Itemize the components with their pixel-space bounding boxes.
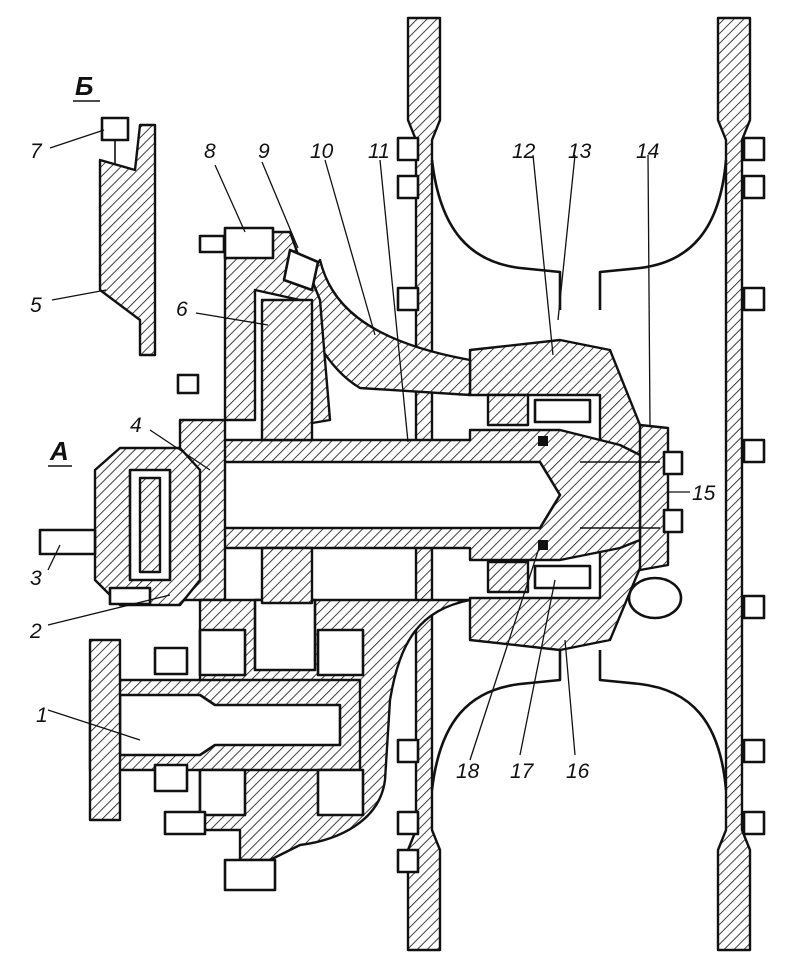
- view-label-b: Б: [75, 71, 93, 101]
- detail-b: [98, 116, 157, 357]
- callout-15: 15: [692, 482, 716, 505]
- callout-3: 3: [30, 567, 42, 590]
- callout-numbers: 1 2 3 4 5 6 7 8 9 10 11 12 13 14 15 16 1…: [29, 140, 716, 783]
- hub-bearings: [486, 393, 592, 594]
- view-labels: Б А: [48, 71, 100, 467]
- axle-shaft: [203, 428, 660, 562]
- callout-10: 10: [310, 140, 334, 163]
- callout-5: 5: [30, 294, 42, 317]
- callout-7: 7: [30, 140, 43, 163]
- callout-14: 14: [636, 140, 659, 163]
- callout-9: 9: [258, 140, 270, 163]
- view-label-a: А: [49, 436, 69, 466]
- driven-gear: [260, 298, 314, 605]
- rim-bolts: [396, 136, 766, 874]
- callout-8: 8: [204, 140, 216, 163]
- callout-2: 2: [29, 620, 42, 643]
- callout-11: 11: [368, 140, 390, 163]
- wheel-disk-right: [598, 16, 752, 952]
- leader-lines: [47, 129, 690, 761]
- callout-6: 6: [176, 298, 188, 321]
- hub-cap: [638, 423, 684, 572]
- callout-13: 13: [568, 140, 592, 163]
- callout-18: 18: [456, 760, 480, 783]
- callout-4: 4: [130, 414, 142, 437]
- callout-1: 1: [36, 704, 48, 727]
- callout-16: 16: [566, 760, 590, 783]
- drive-shaft: [88, 628, 365, 892]
- reducer-assembly: [38, 446, 202, 607]
- inspection-cover: [627, 576, 683, 620]
- callout-17: 17: [510, 760, 535, 783]
- callout-12: 12: [512, 140, 536, 163]
- housing-bolts: [176, 226, 320, 395]
